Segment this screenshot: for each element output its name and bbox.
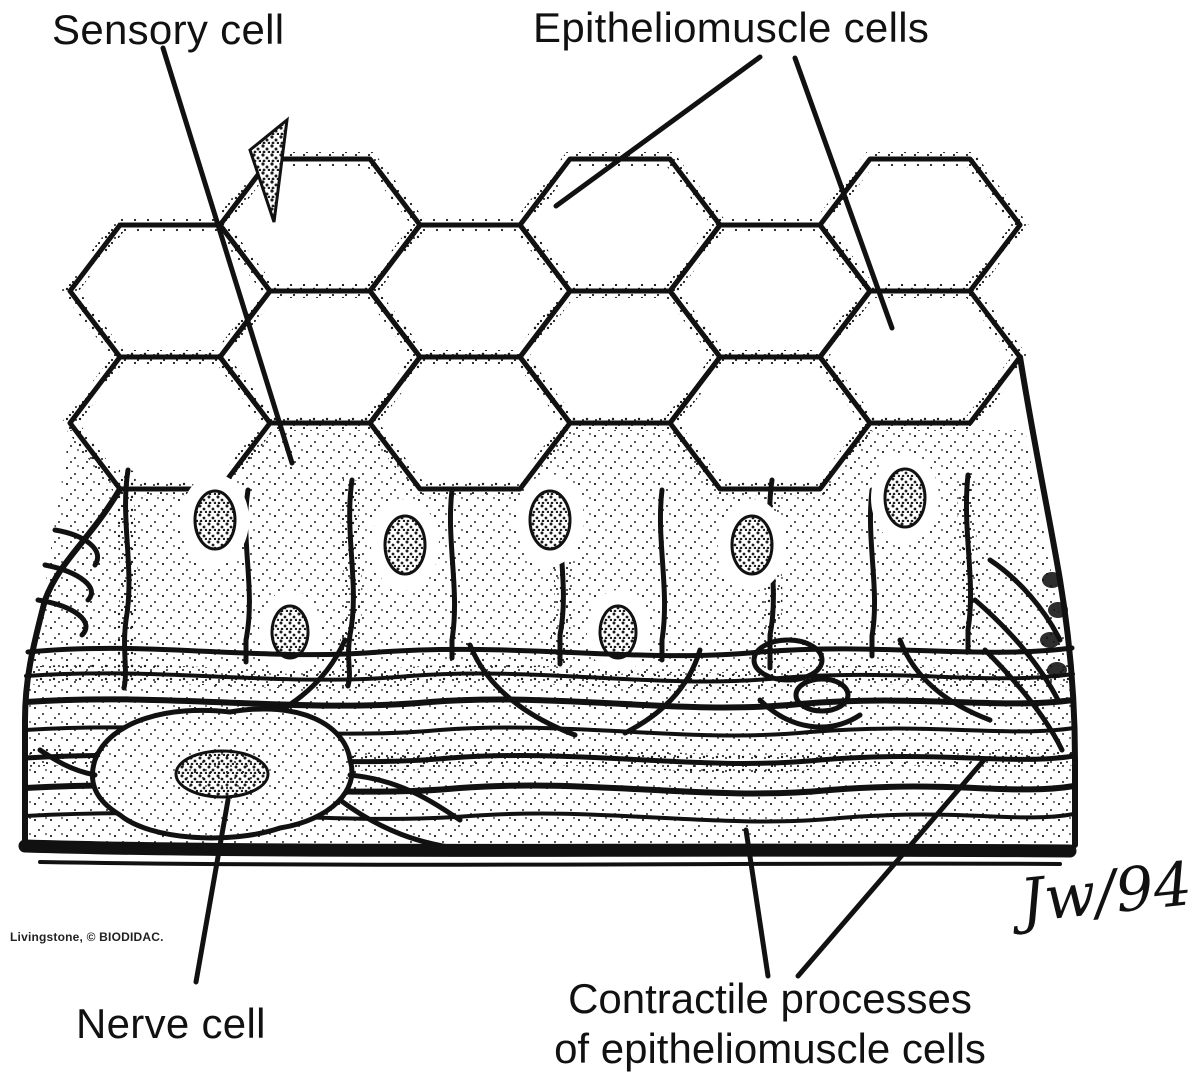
base-edge [18, 839, 1077, 867]
contractile-processes-label-line2: of epitheliomuscle cells [554, 1025, 986, 1072]
nerve-cell-nucleus [174, 749, 270, 799]
cell-nucleus [883, 467, 927, 529]
contractile-processes-label-line1: Contractile processes [568, 975, 972, 1022]
sensory-cell-leader-line [160, 45, 295, 466]
cell-nucleus [730, 514, 774, 576]
fiber-knot [1047, 662, 1067, 678]
raised-corner-shadow [248, 116, 289, 223]
cell-nucleus [193, 489, 237, 551]
nerve-cell-label: Nerve cell [76, 1000, 266, 1047]
contractile-processes-label: Contractile processes of epitheliomuscle… [390, 974, 1150, 1074]
epitheliomuscle-leader-line-left [553, 54, 763, 209]
nerve-cell-body [37, 706, 473, 853]
fiber-knot [1040, 632, 1060, 648]
epitheliomuscle-leader-line-right [792, 55, 895, 331]
fiber-knot [1048, 602, 1068, 618]
cell-nucleus [598, 604, 638, 660]
credit-text: Livingstone, © BIODIDAC. [10, 930, 164, 944]
cell-nucleus [270, 604, 310, 660]
cell-nuclei [181, 452, 939, 674]
leader-lines [160, 45, 987, 985]
contractile-leader-line-left [743, 827, 771, 979]
sensory-cell-label: Sensory cell [52, 6, 285, 53]
epitheliomuscle-cells-label: Epitheliomuscle cells [533, 4, 930, 51]
contractile-leader-line-right [795, 757, 987, 979]
fiber-knot [1042, 572, 1062, 588]
nerve-cell-leader-line [193, 797, 231, 985]
epitheliomuscle-apices-hexgrid [70, 116, 1020, 489]
cell-nucleus [383, 514, 427, 576]
cell-nucleus [528, 489, 572, 551]
